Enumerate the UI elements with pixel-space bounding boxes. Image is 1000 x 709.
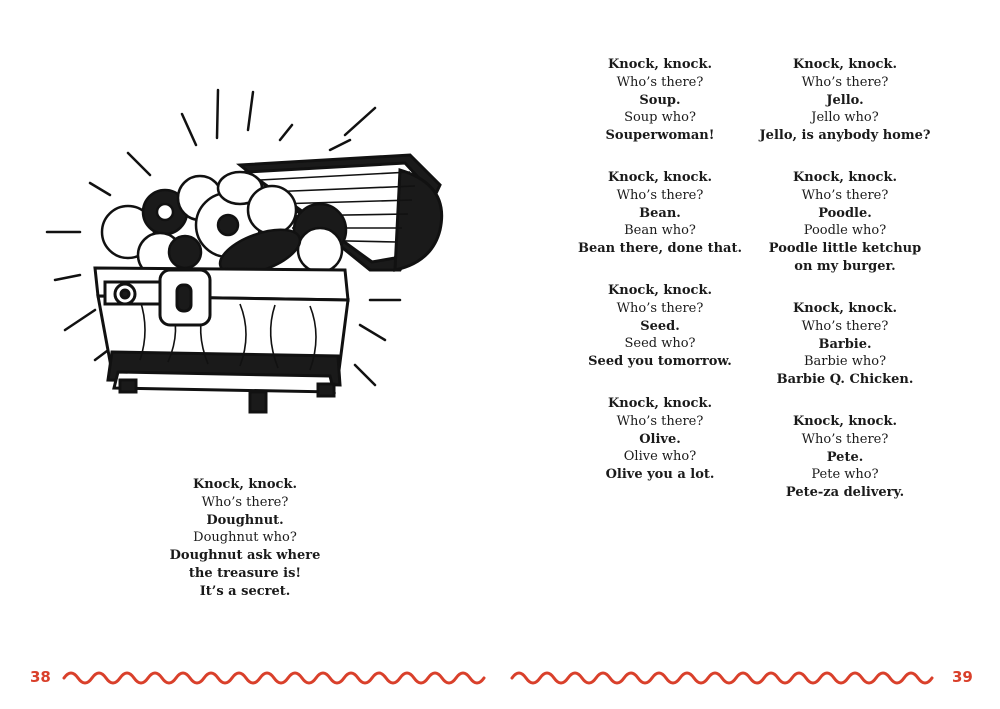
joke-line: Souperwoman! <box>605 128 715 144</box>
joke-line: Who’s there? <box>801 187 889 203</box>
joke-olive: Knock, knock. Who’s there? Olive. Olive … <box>560 395 760 484</box>
joke-line: Who’s there? <box>801 431 889 447</box>
joke-line: Barbie who? <box>803 354 887 370</box>
joke-line: Knock, knock. <box>793 57 897 72</box>
joke-line: on my burger. <box>794 258 896 274</box>
left-wave-divider <box>62 671 486 685</box>
joke-line: Olive. <box>639 431 681 447</box>
right-wave-divider <box>510 671 934 685</box>
joke-line: Barbie. <box>818 336 872 352</box>
joke-barbie: Knock, knock. Who’s there? Barbie. Barbi… <box>735 300 955 389</box>
joke-line: Poodle who? <box>803 223 887 239</box>
joke-line: Pete-za delivery. <box>785 485 905 501</box>
joke-line: Doughnut ask where <box>169 548 321 564</box>
joke-line: Who’s there? <box>616 187 704 203</box>
joke-line: Knock, knock. <box>608 396 712 411</box>
joke-line: Bean who? <box>624 223 696 239</box>
joke-line: Jello. <box>826 92 864 108</box>
joke-line: Seed. <box>640 318 680 334</box>
joke-line: Seed who? <box>624 336 696 352</box>
joke-bean: Knock, knock. Who’s there? Bean. Bean wh… <box>560 169 760 258</box>
joke-poodle: Knock, knock. Who’s there? Poodle. Poodl… <box>735 169 955 276</box>
joke-line: Knock, knock. <box>793 414 897 429</box>
joke-line: Pete who? <box>811 467 879 483</box>
joke-doughnut: Knock, knock. Who’s there? Doughnut. Dou… <box>130 476 360 601</box>
joke-line: Seed you tomorrow. <box>588 354 732 370</box>
joke-line: Who’s there? <box>616 300 704 316</box>
joke-soup: Knock, knock. Who’s there? Soup. Soup wh… <box>560 56 760 145</box>
joke-line: Knock, knock. <box>608 283 712 298</box>
joke-line: Who’s there? <box>616 413 704 429</box>
joke-line: Olive you a lot. <box>605 467 715 483</box>
joke-line: Pete. <box>826 449 864 465</box>
joke-line: Who’s there? <box>201 494 289 510</box>
joke-line: Knock, knock. <box>793 301 897 316</box>
joke-line: Jello, is anybody home? <box>759 128 931 144</box>
joke-line: the treasure is! <box>188 565 302 581</box>
joke-line: Bean there, done that. <box>578 241 742 257</box>
page-number-right: 39 <box>952 668 973 686</box>
joke-line: Knock, knock. <box>793 170 897 185</box>
joke-line: Soup who? <box>624 110 696 126</box>
joke-line: Doughnut who? <box>193 530 297 546</box>
joke-line: Soup. <box>639 92 681 108</box>
joke-jello: Knock, knock. Who’s there? Jello. Jello … <box>735 56 955 145</box>
page-number-left: 38 <box>30 668 51 686</box>
joke-line: Poodle. <box>818 205 872 221</box>
joke-line: Poodle little ketchup <box>768 241 922 257</box>
joke-line: Barbie Q. Chicken. <box>776 372 914 388</box>
joke-line: Knock, knock. <box>193 477 297 492</box>
joke-line: Who’s there? <box>616 74 704 90</box>
joke-seed: Knock, knock. Who’s there? Seed. Seed wh… <box>560 282 760 371</box>
joke-line: Knock, knock. <box>608 57 712 72</box>
joke-line: Jello who? <box>811 110 879 126</box>
joke-line: It’s a secret. <box>199 583 291 599</box>
joke-line: Bean. <box>639 205 681 221</box>
joke-line: Olive who? <box>623 449 697 465</box>
joke-line: Doughnut. <box>206 512 284 528</box>
joke-line: Knock, knock. <box>608 170 712 185</box>
joke-pete: Knock, knock. Who’s there? Pete. Pete wh… <box>735 413 955 502</box>
joke-line: Who’s there? <box>801 318 889 334</box>
joke-line: Who’s there? <box>801 74 889 90</box>
